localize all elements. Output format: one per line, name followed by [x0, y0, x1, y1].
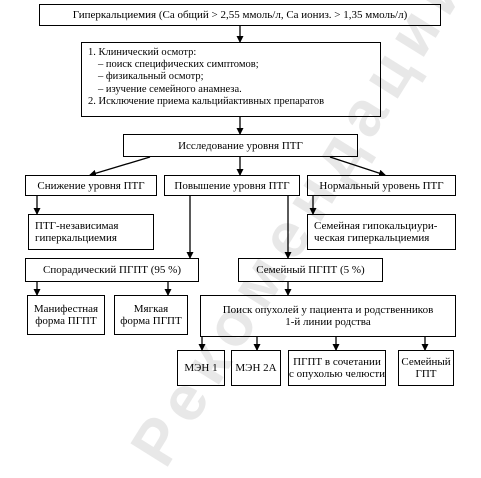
familial-hypocalciuric-line-1: Семейная гипокальциури- — [314, 220, 438, 232]
familial-gpt-line-2: ГПТ — [415, 368, 437, 380]
familial-pghpt-box: Семейный ПГПТ (5 %) — [238, 258, 383, 282]
pth-independent-box: ПТГ-независимая гиперкальциемия — [28, 214, 154, 250]
exam-line-3: – физикальный осмотр; — [98, 71, 204, 83]
familial-pghpt-label: Семейный ПГПТ (5 %) — [256, 264, 365, 276]
pth-high-box: Повышение уровня ПТГ — [164, 175, 300, 196]
mild-form-line-2: форма ПГПТ — [120, 315, 182, 327]
manifest-form-line-2: форма ПГПТ — [35, 315, 97, 327]
pth-low-label: Снижение уровня ПТГ — [37, 179, 145, 192]
clinical-exam-box: 1. Клинический осмотр: – поиск специфиче… — [81, 42, 381, 117]
familial-gpt-line-1: Семейный — [401, 356, 451, 368]
pth-study-label: Исследование уровня ПТГ — [178, 139, 303, 152]
exam-line-4: – изучение семейного анамнеза. — [98, 83, 242, 95]
tumor-search-line-1: Поиск опухолей у пациента и родственнико… — [222, 304, 434, 316]
exam-line-1: 1. Клинический осмотр: — [88, 47, 197, 58]
sporadic-pghpt-label: Спорадический ПГПТ (95 %) — [43, 264, 181, 276]
pth-normal-label: Нормальный уровень ПТГ — [319, 179, 444, 192]
men1-label: МЭН 1 — [184, 362, 218, 374]
pth-low-box: Снижение уровня ПТГ — [25, 175, 157, 196]
tumor-search-box: Поиск опухолей у пациента и родственнико… — [200, 295, 456, 337]
sporadic-pghpt-box: Спорадический ПГПТ (95 %) — [25, 258, 199, 282]
men2a-label: МЭН 2А — [235, 362, 277, 374]
hypercalcemia-label: Гиперкальциемия (Са общий > 2,55 ммоль/л… — [72, 9, 408, 21]
pth-normal-box: Нормальный уровень ПТГ — [307, 175, 456, 196]
hypercalcemia-box: Гиперкальциемия (Са общий > 2,55 ммоль/л… — [39, 4, 441, 26]
pth-study-box: Исследование уровня ПТГ — [123, 134, 358, 157]
tumor-search-line-2: 1-й линии родства — [285, 316, 371, 328]
jaw-tumor-line-1: ПГПТ в сочетании — [293, 356, 381, 368]
pth-high-label: Повышение уровня ПТГ — [174, 179, 290, 192]
jaw-tumor-box: ПГПТ в сочетании с опухолью челюсти — [288, 350, 386, 386]
exam-line-5: 2. Исключение приема кальцийактивных пре… — [88, 95, 325, 107]
jaw-tumor-line-2: с опухолью челюсти — [288, 368, 386, 380]
pth-independent-line-2: гиперкальциемия — [35, 232, 117, 244]
mild-form-box: Мягкая форма ПГПТ — [114, 295, 188, 335]
familial-gpt-box: Семейный ГПТ — [398, 350, 454, 386]
manifest-form-box: Манифестная форма ПГПТ — [27, 295, 105, 335]
familial-hypocalciuric-line-2: ческая гиперкальциемия — [314, 232, 430, 244]
pth-independent-line-1: ПТГ-независимая — [35, 220, 119, 232]
familial-hypocalciuric-box: Семейная гипокальциури- ческая гиперкаль… — [307, 214, 456, 250]
branch-pth-study-normal — [329, 156, 386, 177]
connector-layer — [33, 26, 429, 351]
manifest-form-line-1: Манифестная — [33, 303, 99, 315]
men1-box: МЭН 1 — [177, 350, 225, 386]
mild-form-line-1: Мягкая — [133, 303, 169, 315]
men2a-box: МЭН 2А — [231, 350, 281, 386]
exam-line-2: – поиск специфических симптомов; — [98, 59, 259, 71]
branch-pth-study-low — [89, 156, 151, 177]
